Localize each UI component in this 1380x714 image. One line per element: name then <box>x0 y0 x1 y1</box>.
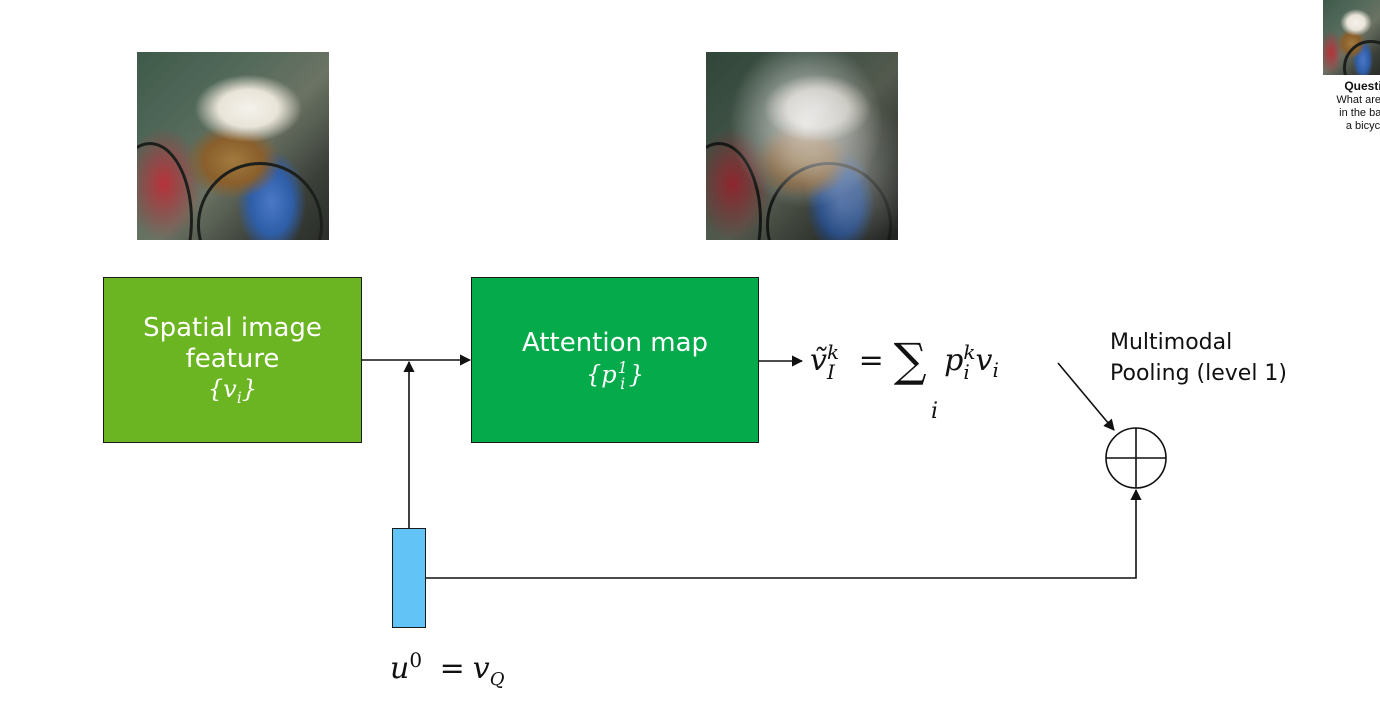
thumbnail-question-label: Questi <box>1344 79 1380 93</box>
spatial-feature-title: Spatial image <box>143 312 322 343</box>
sum-index: i <box>931 399 939 424</box>
pooling-symbol <box>1105 427 1167 489</box>
question-vector-formula: u0 =vQ <box>390 648 505 690</box>
thumbnail-caption-line: in the bas <box>1339 107 1380 120</box>
thumbnail-caption-line: a bicyc <box>1345 120 1380 133</box>
input-image <box>137 52 329 240</box>
question-vector <box>392 528 426 628</box>
pooling-label-line2: Pooling (level 1) <box>1110 360 1287 386</box>
thumbnail-caption-line: What are s <box>1336 93 1380 106</box>
spatial-feature-title-line2: feature <box>185 344 280 374</box>
spatial-feature-math: {vi} <box>207 375 258 407</box>
attention-map-title: Attention map <box>521 328 709 359</box>
arrow-question-to-pooling <box>426 488 1142 579</box>
pooling-label-line1: Multimodal <box>1110 330 1233 355</box>
pooling-label: Multimodal Pooling (level 1) <box>1110 328 1287 390</box>
thumbnail-image <box>1323 0 1380 75</box>
spatial-feature-box: Spatial image feature {vi} <box>103 277 362 443</box>
attention-image <box>706 52 898 240</box>
thumbnail-caption: Questi What are s in the bas a bicyc <box>1308 79 1380 134</box>
arrow-formula-to-pooling <box>1057 362 1115 431</box>
